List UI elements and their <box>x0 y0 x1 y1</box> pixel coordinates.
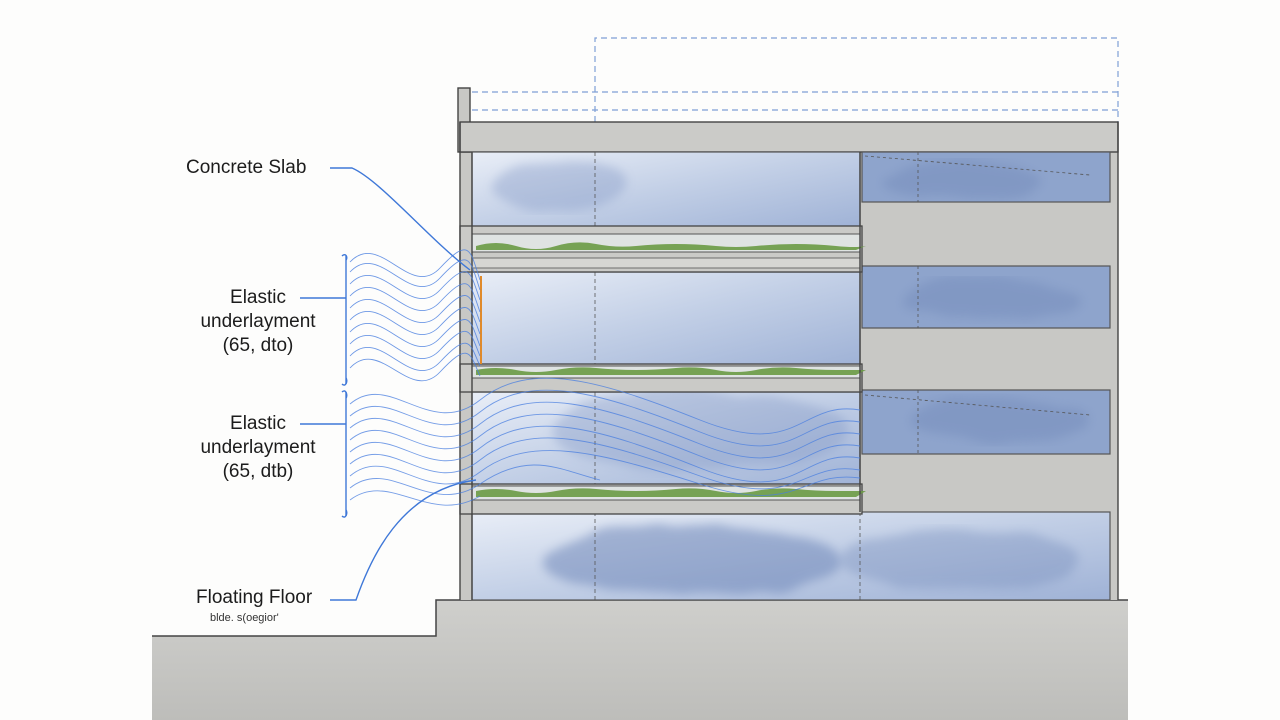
floating-floor-label: Floating Floor <box>196 587 313 608</box>
roof-outline <box>472 37 1119 122</box>
rooms <box>471 151 1111 601</box>
side-rooms <box>861 151 1111 455</box>
floor-slab-2 <box>459 363 866 393</box>
ground-mass <box>152 599 1128 720</box>
elastic-underlayment-label-2: Elastic underlayment (65, dtb) <box>192 412 324 484</box>
elastic-underlayment-label-1: Elastic underlayment (65, dto) <box>192 286 324 358</box>
floor-slab-1 <box>459 225 866 273</box>
room-level-2 <box>471 271 861 367</box>
elastic-2-line2: underlayment <box>200 437 316 458</box>
elastic-1-line3: (65, dto) <box>222 335 294 356</box>
wall-edges <box>459 122 1119 600</box>
leader-lines <box>300 167 477 601</box>
sound-waves-lower <box>349 377 861 506</box>
concrete-slab-label: Concrete Slab <box>186 157 307 178</box>
floating-floor-note: blde. s(oegior' <box>210 612 279 624</box>
elastic-2-line1: Elastic <box>230 413 286 434</box>
elastic-1-line2: underlayment <box>200 311 316 332</box>
elastic-2-line3: (65, dtb) <box>222 461 294 482</box>
elastic-1-line1: Elastic <box>230 287 286 308</box>
sound-waves-upper <box>349 249 481 382</box>
floor-slab-3 <box>459 483 866 515</box>
